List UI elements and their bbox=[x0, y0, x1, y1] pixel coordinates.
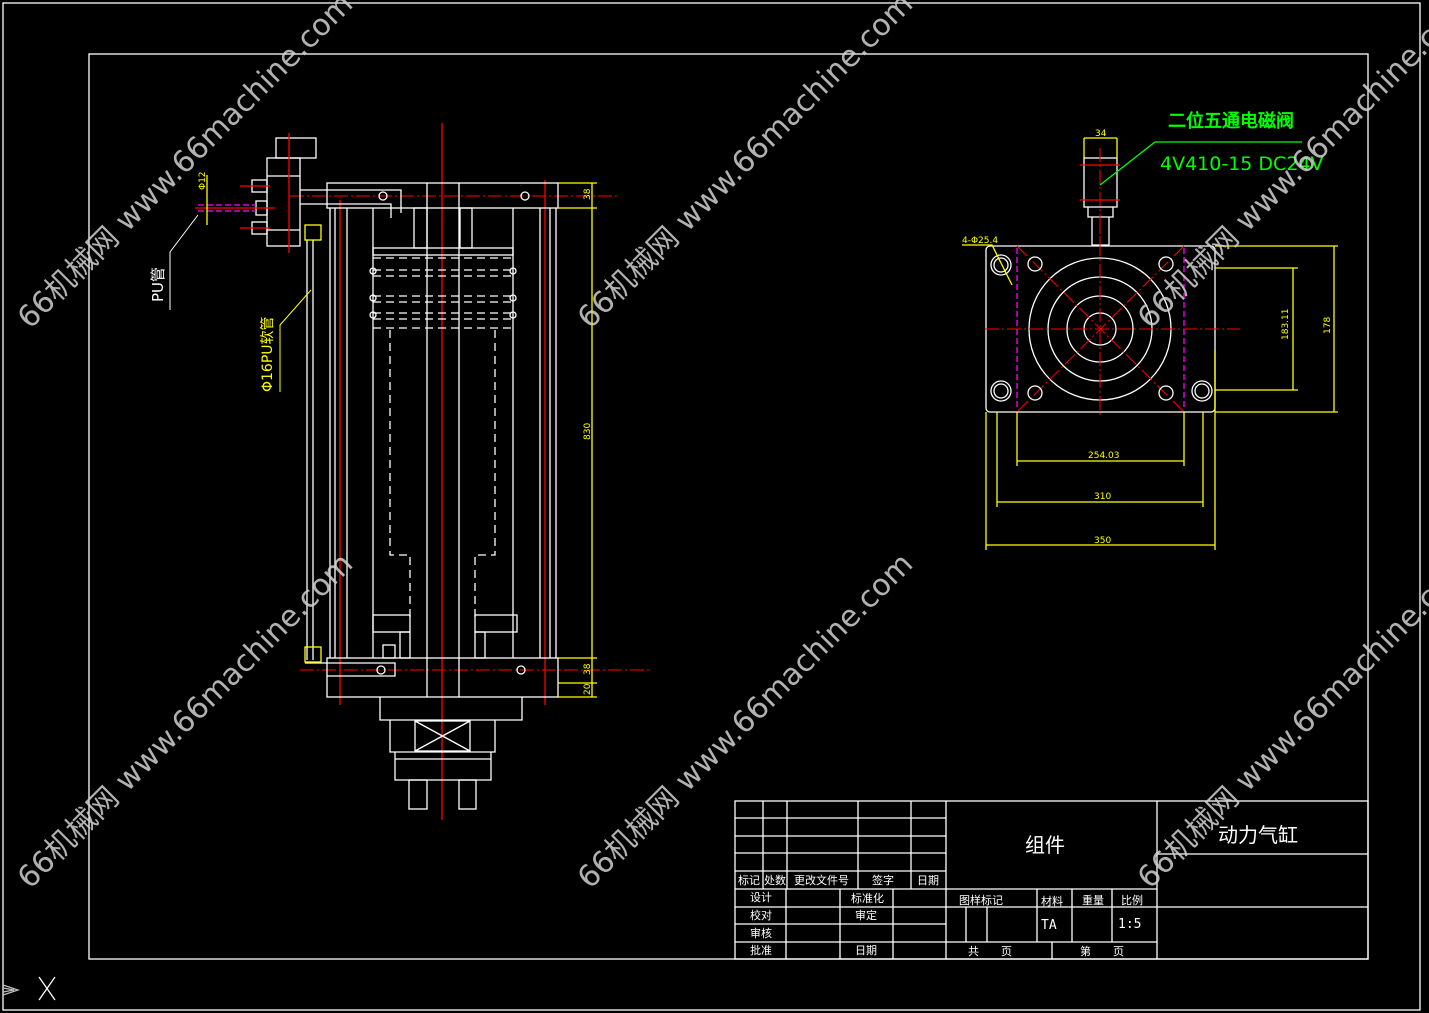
left-annotations: PU管 Φ16PU软管 Φ12 bbox=[149, 171, 312, 392]
label-approve: 批准 bbox=[750, 943, 772, 957]
ucs-icon bbox=[2, 976, 56, 1001]
valve-model-label: 4V410-15 DC24V bbox=[1160, 153, 1324, 175]
right-annotations: 二位五通电磁阀 4V410-15 DC24V 34 4-Φ25.4 183.11… bbox=[962, 110, 1338, 550]
label-weight: 重量 bbox=[1082, 893, 1104, 907]
pipe-dia-label: Φ12 bbox=[198, 171, 208, 190]
dim-valve-width: 34 bbox=[1095, 129, 1107, 139]
drawing-title: 动力气缸 bbox=[1218, 823, 1298, 847]
left-dimensions: 38 830 38 20 bbox=[558, 182, 597, 698]
pu-hose-label: Φ16PU软管 bbox=[260, 316, 276, 392]
dim-width-350: 350 bbox=[1094, 536, 1111, 546]
label-verify: 审定 bbox=[855, 908, 877, 922]
label-review: 审核 bbox=[750, 926, 772, 940]
sheet-number: 第 页 bbox=[1080, 944, 1124, 958]
label-scale: 比例 bbox=[1121, 893, 1143, 907]
rev-header-doc: 更改文件号 bbox=[794, 873, 849, 887]
label-design: 设计 bbox=[750, 891, 772, 904]
title-block: 标记 处数 更改文件号 签字 日期 设计 标准化 校对 审定 审核 批准 日期 … bbox=[734, 800, 1369, 960]
dim-top-plate: 38 bbox=[583, 188, 593, 200]
label-material: 材料 bbox=[1041, 894, 1063, 908]
dim-base: 20 bbox=[583, 683, 593, 695]
dim-bottom-plate: 38 bbox=[583, 663, 593, 675]
material-value: TA bbox=[1041, 918, 1057, 933]
dim-hole-pitch-h: 254.03 bbox=[1088, 451, 1120, 461]
part-type: 组件 bbox=[1025, 833, 1065, 857]
rev-header-mark: 标记 bbox=[738, 873, 760, 887]
dim-stroke: 830 bbox=[583, 423, 593, 440]
dim-holes: 4-Φ25.4 bbox=[962, 236, 998, 246]
label-date: 日期 bbox=[855, 944, 877, 957]
label-standardize: 标准化 bbox=[851, 891, 884, 905]
sheets-total: 共 页 bbox=[968, 945, 1012, 958]
label-check: 校对 bbox=[750, 908, 772, 922]
label-pattern-mark: 图样标记 bbox=[959, 893, 1003, 907]
rev-header-count: 处数 bbox=[764, 874, 786, 887]
watermark: 66机械网 www.66machine.com bbox=[11, 546, 360, 895]
scale-value: 1:5 bbox=[1118, 917, 1141, 932]
dim-hole-pitch-v: 183.11 bbox=[1281, 309, 1291, 341]
rev-header-sign: 签字 bbox=[872, 873, 894, 887]
watermark: 66机械网 www.66machine.com bbox=[11, 0, 360, 336]
valve-name-label: 二位五通电磁阀 bbox=[1168, 110, 1294, 132]
rev-header-date: 日期 bbox=[917, 874, 939, 887]
watermark: 66机械网 www.66machine.com bbox=[571, 546, 920, 895]
cylinder-front-view bbox=[195, 123, 650, 820]
watermark: 66机械网 www.66machine.com bbox=[571, 0, 920, 336]
dim-plate-height: 178 bbox=[1323, 317, 1333, 334]
pu-pipe-label: PU管 bbox=[149, 267, 167, 302]
watermarks: 66机械网 www.66machine.com 66机械网 www.66mach… bbox=[11, 0, 1429, 896]
cylinder-top-view bbox=[985, 148, 1240, 415]
dim-width-310: 310 bbox=[1094, 492, 1111, 502]
